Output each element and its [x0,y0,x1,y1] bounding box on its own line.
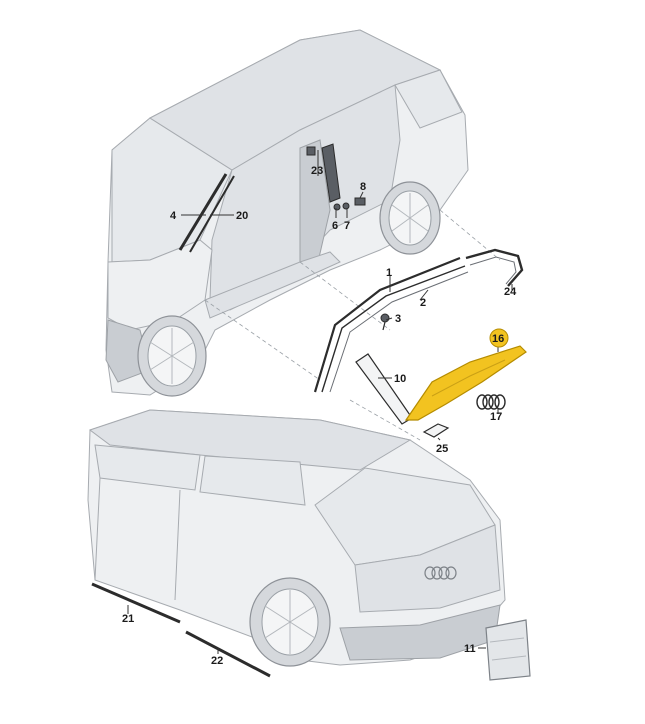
callout-24: 24 [504,286,517,298]
upper-car-illustration [105,29,469,397]
leader-lines [127,150,513,654]
projection-line [439,209,501,261]
callout-3: 3 [395,313,401,325]
projection-line [299,261,391,331]
callout-11: 11 [464,643,476,655]
clip-part [380,313,390,331]
callout-6: 6 [332,220,338,232]
callout-17: 17 [490,411,502,423]
roof-moulding-parts [313,256,469,393]
callout-16-badge: 16 [489,328,509,348]
sill-strip-part-21 [91,582,181,624]
bag-part [485,619,531,681]
plug-part [422,423,450,438]
projection-line [204,299,321,381]
rings-part [476,394,506,410]
spoiler-trim-part-highlighted [404,345,527,421]
callout-23: 23 [311,165,323,177]
callout-25: 25 [436,443,448,455]
callout-4: 4 [170,210,177,222]
callout-21: 21 [122,613,134,625]
callout-2: 2 [420,297,426,309]
callout-7: 7 [344,220,350,232]
sill-strip-part-22 [185,630,271,678]
lower-car-illustration [87,409,506,667]
rear-trim-part [465,248,524,287]
callout-8: 8 [360,181,366,193]
callout-22: 22 [211,655,223,667]
callout-16: 16 [492,333,504,345]
callout-20: 20 [236,210,248,222]
callout-10: 10 [394,373,406,385]
callout-1: 1 [386,267,392,279]
bracket-part [355,353,413,425]
